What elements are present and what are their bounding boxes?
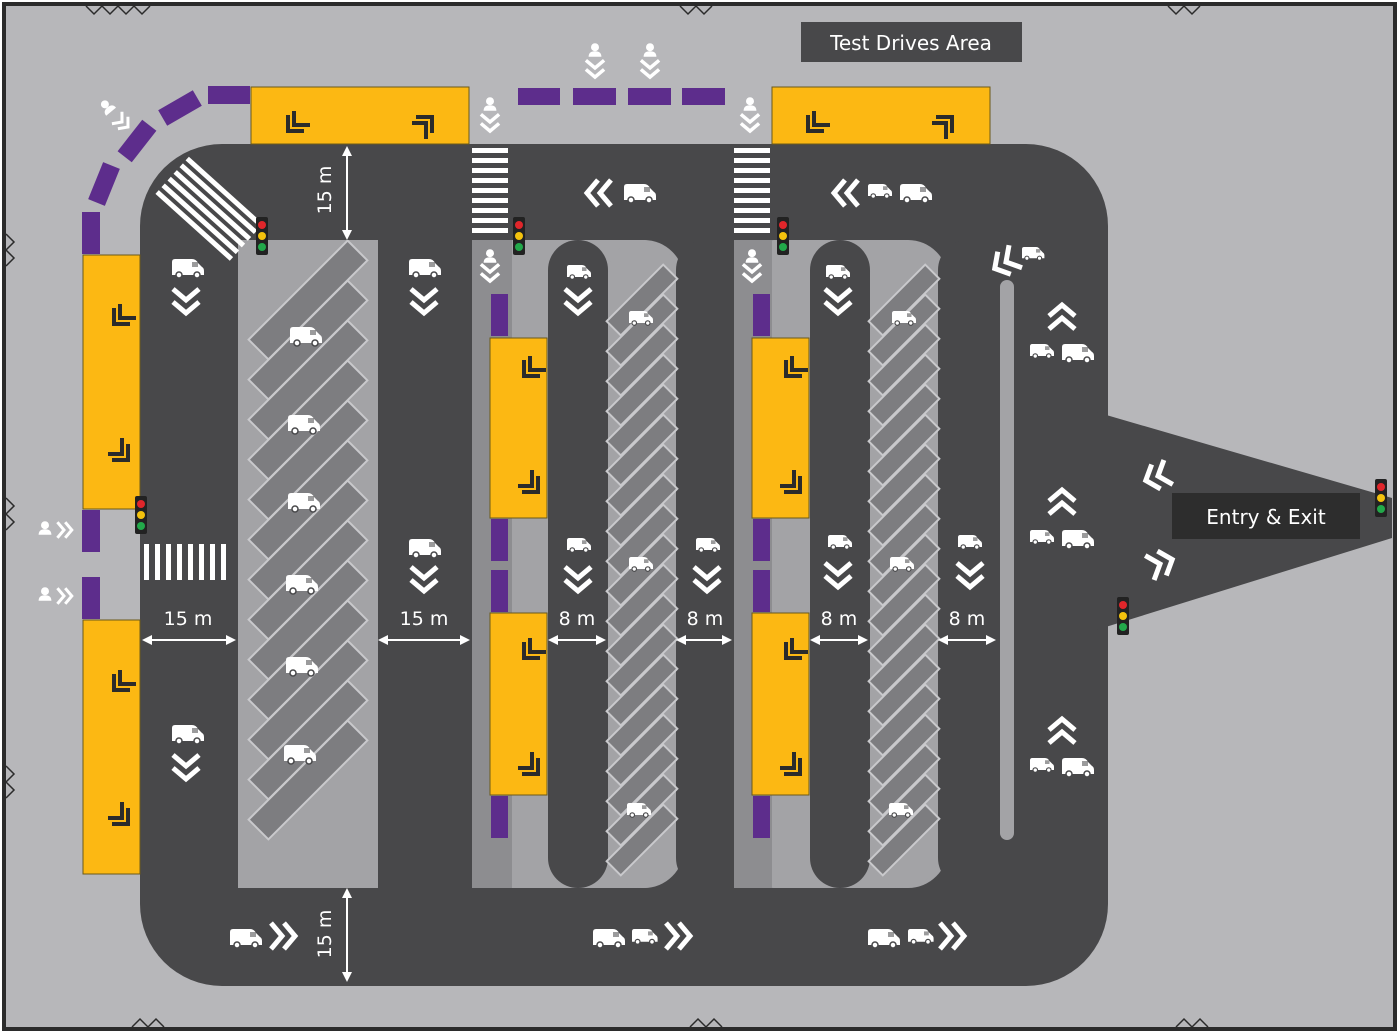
test-drives-label: Test Drives Area <box>801 22 1022 62</box>
dim-left-label: 15 m <box>164 608 213 630</box>
traffic-light-icon <box>513 217 525 255</box>
dimension-labels: 15 m 15 m 15 m 15 m 8 m 8 m 8 m 8 m <box>164 166 986 959</box>
dim-top-label: 15 m <box>314 166 336 215</box>
parking-bays-middle <box>605 263 679 877</box>
traffic-light-icon <box>777 217 789 255</box>
dim-lane-a-label: 8 m <box>559 608 596 630</box>
dim-lane-b-label: 8 m <box>687 608 724 630</box>
barriers-top <box>82 86 725 254</box>
test-drives-text: Test Drives Area <box>829 31 992 55</box>
zebra-crossings <box>144 148 770 580</box>
booth-left-upper <box>82 254 141 510</box>
dim-lane-c-label: 8 m <box>821 608 858 630</box>
crossing-top-left <box>155 156 264 261</box>
dimension-lines <box>142 146 996 982</box>
crossing-top-right <box>734 148 770 233</box>
traffic-light-icon <box>1117 597 1129 635</box>
crossing-top-middle <box>472 148 508 233</box>
dim-lane-d-label: 8 m <box>949 608 986 630</box>
booth-left-lower <box>82 619 141 875</box>
booths <box>82 86 991 875</box>
boundary-markers <box>4 4 1209 1029</box>
dim-middle-label: 15 m <box>400 608 449 630</box>
traffic-light-icon <box>1375 479 1387 517</box>
entry-exit-text: Entry & Exit <box>1206 505 1326 529</box>
barriers-side <box>82 294 770 838</box>
traffic-light-icon <box>135 496 147 534</box>
booth-top-left <box>250 86 470 145</box>
crossing-left <box>144 544 226 580</box>
traffic-light-icon <box>256 217 268 255</box>
entry-exit-label: Entry & Exit <box>1172 493 1360 539</box>
dim-bottom-label: 15 m <box>314 910 336 959</box>
booth-top-right <box>771 86 991 145</box>
